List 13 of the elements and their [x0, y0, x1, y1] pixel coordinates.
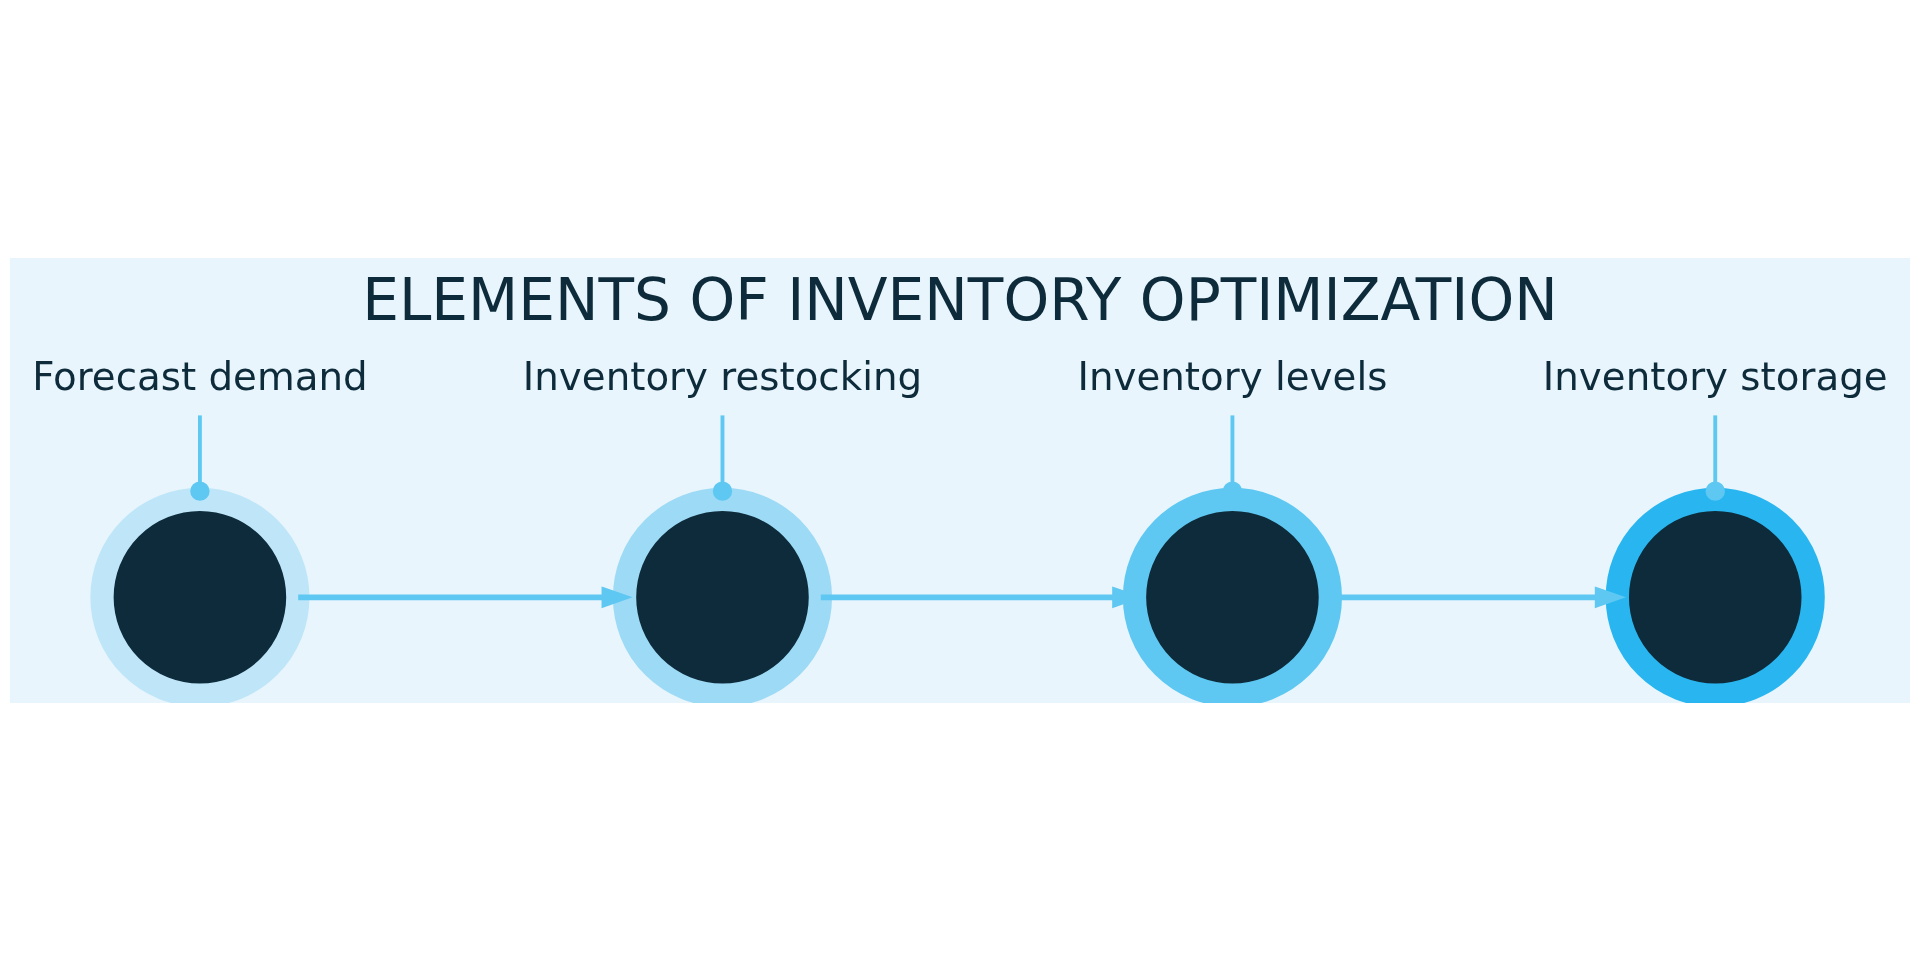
node-text: Inventory levels	[1077, 353, 1388, 399]
node-text: Forecast demand	[32, 353, 368, 399]
node-text: Inventory restocking	[522, 353, 923, 399]
connector	[1705, 414, 1725, 501]
node-circle	[1122, 487, 1342, 703]
connector	[190, 414, 210, 501]
connector	[712, 414, 733, 501]
node-text: Inventory storage	[1542, 353, 1888, 399]
node-circle	[1605, 487, 1825, 703]
node-circle	[90, 487, 310, 703]
node-circle	[612, 487, 833, 703]
arrow	[298, 585, 633, 608]
diagram-title: ELEMENTS OF INVENTORY OPTIMIZATION	[362, 265, 1558, 334]
